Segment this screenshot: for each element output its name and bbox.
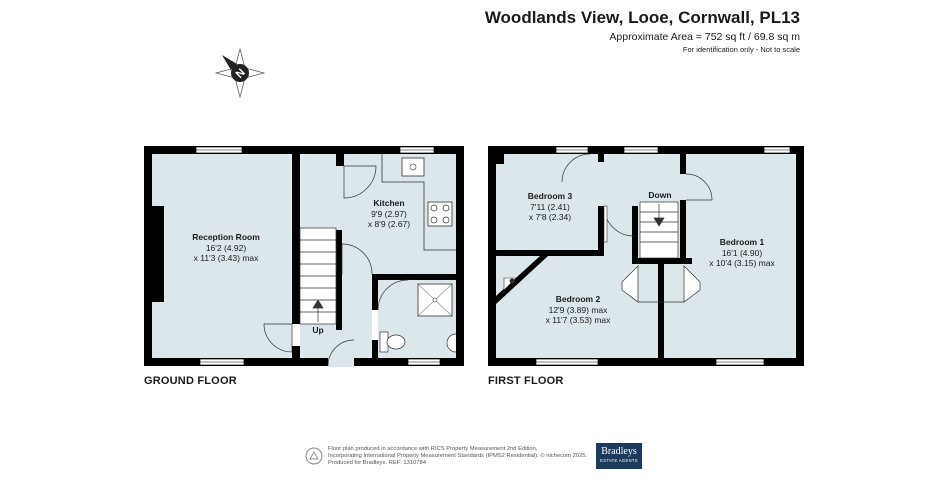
interior-wall bbox=[292, 154, 300, 324]
interior-wall bbox=[632, 206, 638, 258]
kitchen-sink bbox=[401, 157, 425, 177]
door-swing bbox=[343, 165, 377, 199]
disclaimer-note: For identification only - Not to scale bbox=[682, 45, 800, 54]
compass-icon: N bbox=[214, 47, 266, 99]
first-outer-wall-left bbox=[488, 146, 496, 366]
kitchen-label: Kitchen bbox=[373, 198, 404, 208]
bradleys-logo: Bradleys ESTATE AGENTS bbox=[596, 443, 642, 469]
bedroom-2-dim1: 12'9 (3.89) max bbox=[549, 305, 609, 315]
stairs-down-label: Down bbox=[648, 190, 671, 200]
door-swing bbox=[263, 323, 293, 353]
interior-wall bbox=[598, 206, 604, 256]
basin-icon bbox=[446, 333, 457, 353]
door-swing bbox=[561, 153, 591, 183]
wardrobe-rail bbox=[603, 205, 608, 243]
logo-name: Bradleys bbox=[601, 446, 637, 457]
rics-standard-icon bbox=[305, 447, 323, 465]
interior-wall bbox=[598, 154, 604, 162]
chimney-breast bbox=[152, 206, 164, 302]
footer-line-1: Floor plan produced in accordance with R… bbox=[328, 446, 538, 452]
first-outer-wall-right bbox=[796, 146, 804, 366]
ground-outer-wall-left bbox=[144, 146, 152, 366]
interior-wall bbox=[632, 258, 692, 264]
ground-outer-wall-right bbox=[456, 146, 464, 366]
interior-wall bbox=[680, 154, 686, 174]
first-floor-label: FIRST FLOOR bbox=[488, 375, 564, 387]
front-door-swing bbox=[327, 339, 355, 367]
porch-floor bbox=[328, 330, 354, 367]
bedroom-3-label: Bedroom 3 bbox=[528, 191, 573, 201]
interior-wall bbox=[496, 154, 504, 164]
ground-floor-label: GROUND FLOOR bbox=[144, 375, 237, 387]
door-swing bbox=[341, 243, 373, 275]
ground-outer-wall-top bbox=[144, 146, 464, 154]
kitchen-worktop bbox=[381, 154, 456, 251]
ground-stairs bbox=[299, 227, 337, 325]
bedroom-2-label: Bedroom 2 bbox=[556, 294, 601, 304]
first-stairs bbox=[639, 201, 679, 259]
interior-wall bbox=[292, 346, 300, 358]
bedroom-3-dim2: x 7'8 (2.34) bbox=[529, 212, 571, 222]
door-swing bbox=[685, 173, 713, 201]
ground-floor-plan: Up Reception Room 16'2 (4.92) x 11'3 (3.… bbox=[144, 146, 464, 367]
interior-wall bbox=[496, 250, 602, 256]
bedroom-1-dim2: x 10'4 (3.15) max bbox=[709, 258, 775, 268]
footer-copyright: © nichecom 2025. bbox=[540, 453, 588, 460]
interior-wall bbox=[372, 340, 378, 358]
interior-wall bbox=[680, 200, 686, 264]
bedroom-1-dim1: 16'1 (4.90) bbox=[722, 248, 763, 258]
property-title: Woodlands View, Looe, Cornwall, PL13 bbox=[484, 8, 800, 27]
kitchen-dim2: x 8'9 (2.67) bbox=[368, 219, 410, 229]
bedroom-1-label: Bedroom 1 bbox=[720, 237, 765, 247]
first-outer-wall-bottom bbox=[488, 358, 804, 366]
stairs-up-label: Up bbox=[312, 325, 323, 335]
interior-wall bbox=[336, 230, 342, 330]
logo-tagline: ESTATE AGENTS bbox=[600, 458, 638, 463]
reception-room-label: Reception Room bbox=[192, 232, 260, 242]
reception-room-dim2: x 11'3 (3.43) max bbox=[194, 253, 260, 263]
kitchen-dim1: 9'9 (2.97) bbox=[371, 209, 407, 219]
interior-wall bbox=[372, 274, 462, 280]
interior-wall bbox=[336, 154, 344, 166]
footer-text: Floor plan produced in accordance with R… bbox=[328, 446, 587, 468]
approximate-area: Approximate Area = 752 sq ft / 69.8 sq m bbox=[609, 31, 800, 43]
door-swing bbox=[377, 279, 409, 311]
footer-line-2: Incorporating International Property Mea… bbox=[328, 453, 588, 460]
reception-room-dim1: 16'2 (4.92) bbox=[206, 243, 247, 253]
first-floor-plan: Down Bedroom 3 7'11 (2.41) x 7'8 (2.34) … bbox=[488, 146, 804, 366]
footer-line-3: Produced for Bradleys. REF: 1310784 bbox=[328, 460, 426, 467]
bedroom-2-dim2: x 11'7 (3.53) max bbox=[546, 315, 612, 325]
interior-wall bbox=[658, 264, 664, 358]
bedroom-3-dim1: 7'11 (2.41) bbox=[530, 202, 570, 212]
hob-icon bbox=[427, 201, 453, 227]
interior-wall bbox=[496, 256, 548, 304]
interior-wall bbox=[372, 274, 378, 310]
